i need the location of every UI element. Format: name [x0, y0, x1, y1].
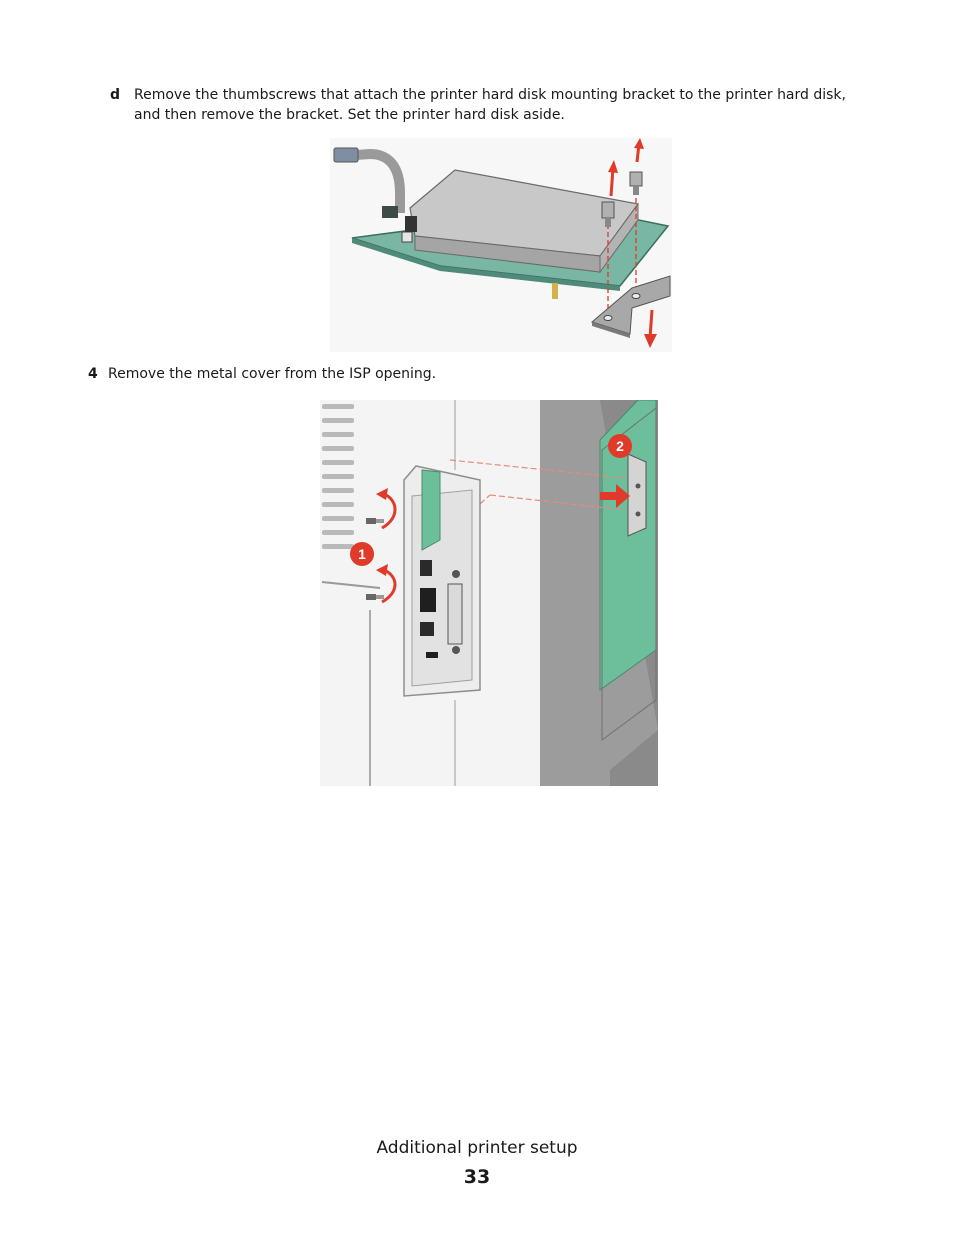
step-marker: d	[110, 87, 121, 103]
thumbscrew	[366, 594, 384, 600]
page-number: 33	[463, 1166, 491, 1188]
step-text: Remove the thumbscrews that attach the p…	[134, 87, 846, 123]
callout-2-label: 2	[616, 438, 624, 454]
step-text: Remove the metal cover from the ISP open…	[108, 366, 437, 382]
callout-1-label: 1	[358, 546, 366, 562]
isp-cover-removal-illustration: 2 1	[320, 400, 658, 786]
footer-title: Additional printer setup	[376, 1138, 578, 1158]
callout-2-badge	[608, 434, 632, 458]
thumbscrew	[366, 518, 384, 524]
callout-1-badge	[350, 542, 374, 566]
vent-slots	[322, 404, 354, 549]
step-marker: 4	[88, 366, 98, 382]
hard-disk-bracket-illustration	[330, 138, 672, 352]
